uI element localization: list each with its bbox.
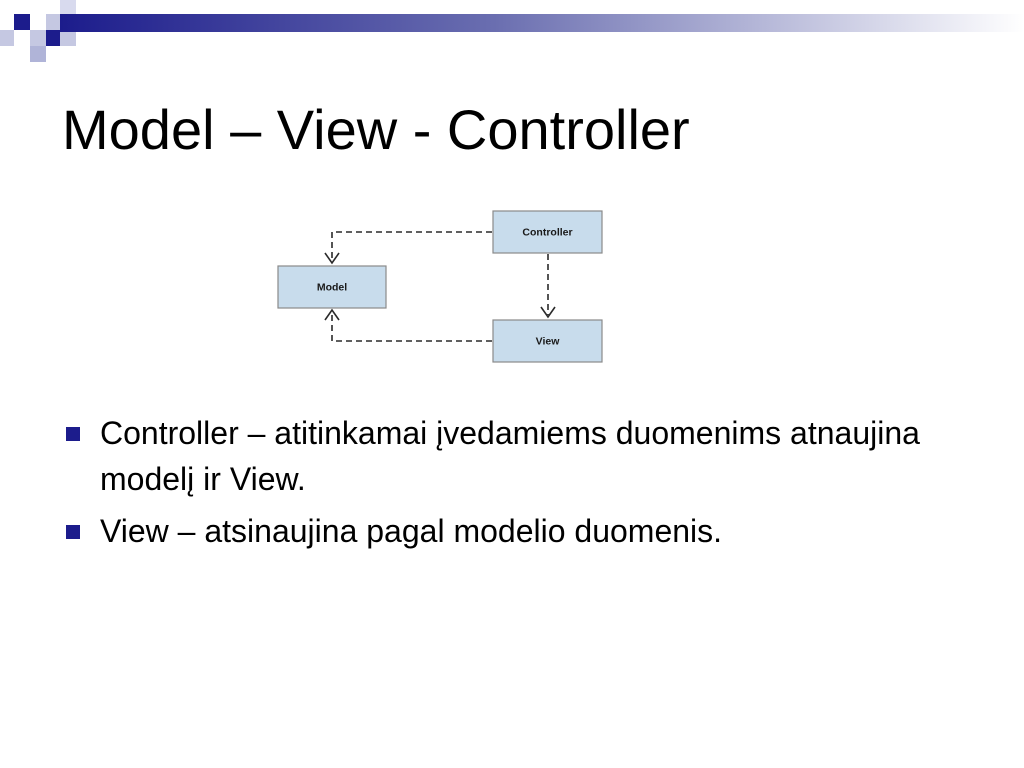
bullet-text: Controller – atitinkamai įvedamiems duom… <box>100 415 920 497</box>
bullet-text: View – atsinaujina pagal modelio duomeni… <box>100 513 723 549</box>
square-bullet-icon <box>66 525 80 539</box>
slide-title: Model – View - Controller <box>62 98 690 161</box>
controller-node: Controller <box>492 210 603 254</box>
bullet-list: Controller – atitinkamai įvedamiems duom… <box>62 410 962 560</box>
decorative-header-band <box>0 0 1024 64</box>
view-node: View <box>492 319 603 363</box>
controller-node-label: Controller <box>522 227 572 239</box>
square-bullet-icon <box>66 427 80 441</box>
list-item: View – atsinaujina pagal modelio duomeni… <box>62 508 962 554</box>
mvc-diagram: Controller Model View <box>270 205 615 370</box>
list-item: Controller – atitinkamai įvedamiems duom… <box>62 410 962 502</box>
arrowhead-model-top-icon <box>324 252 340 265</box>
view-to-model-arrow <box>331 313 492 342</box>
arrowhead-model-bottom-icon <box>324 308 340 321</box>
arrowhead-view-top-icon <box>540 306 556 319</box>
view-node-label: View <box>536 336 561 348</box>
model-node: Model <box>277 265 387 309</box>
model-node-label: Model <box>317 282 347 294</box>
controller-to-model-arrow <box>331 231 492 261</box>
checker-pattern-icon <box>0 0 1024 62</box>
